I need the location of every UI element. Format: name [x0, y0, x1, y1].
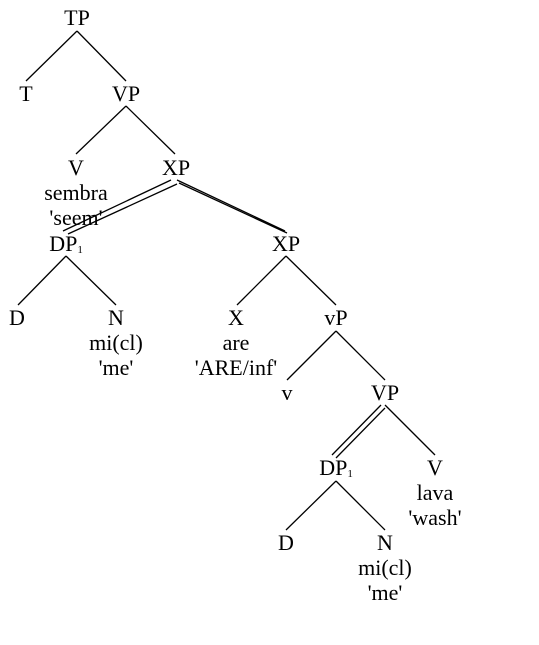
node-xp-lower: XP: [271, 231, 301, 256]
node-n-lower: N: [377, 530, 393, 555]
branch-tp-vp: [76, 30, 127, 82]
branch-vsmallp-v: [286, 330, 337, 381]
node-d-lower: D: [278, 530, 294, 555]
dp-label: DP: [49, 231, 78, 256]
node-d-upper: D: [9, 305, 25, 330]
branch-xp-vsmallp: [285, 255, 337, 306]
word-sembra: sembra: [44, 180, 108, 205]
branch-dp-d: [17, 255, 67, 306]
branch-dp2-n: [335, 480, 386, 531]
branch-vp-xp: [125, 105, 176, 155]
gloss-me-lower: 'me': [367, 580, 403, 605]
branch-dp2-d: [285, 480, 337, 531]
word-mi-cl-lower: mi(cl): [358, 555, 412, 580]
branch-xp-dp-b: [67, 183, 178, 235]
gloss-me-upper: 'me': [98, 355, 134, 380]
gloss-are-inf: 'ARE/inf': [194, 355, 278, 380]
dp-label: DP: [319, 455, 348, 480]
dp-index: 1: [77, 244, 83, 256]
node-tp: TP: [64, 5, 90, 30]
branch-xp-dp-a: [62, 179, 172, 232]
node-vsmall-p: vP: [324, 305, 348, 330]
node-n-upper: N: [108, 305, 124, 330]
gloss-seem: 'seem': [49, 205, 103, 230]
node-v-sembra: V: [68, 155, 84, 180]
branch-vp-dp-a: [331, 404, 382, 456]
node-x: X: [228, 305, 244, 330]
node-vsmall: v: [281, 380, 293, 405]
branch-dp-n: [65, 255, 117, 306]
node-xp-upper: XP: [161, 155, 191, 180]
dp-index: 1: [347, 468, 353, 480]
node-dp-lower: DP1: [319, 456, 353, 486]
branch-vsmallp-vp: [335, 330, 386, 381]
branch-xp-x: [236, 255, 287, 306]
node-vp-lower: VP: [370, 380, 400, 405]
node-vp: VP: [111, 81, 141, 106]
gloss-wash: 'wash': [408, 505, 462, 530]
branch-vp-v2: [384, 404, 436, 456]
node-dp-upper: DP1: [49, 232, 83, 262]
branch-xp-xp-b: [178, 182, 288, 234]
branch-xp-xp-a: [176, 179, 286, 232]
node-v-lava: V: [427, 455, 443, 480]
word-lava: lava: [416, 480, 454, 505]
node-t: T: [19, 81, 33, 106]
branch-vp-dp-b: [335, 407, 386, 459]
branch-vp-v: [75, 105, 127, 155]
branch-tp-t: [25, 30, 78, 82]
word-mi-cl-upper: mi(cl): [89, 330, 143, 355]
word-are: are: [222, 330, 250, 355]
